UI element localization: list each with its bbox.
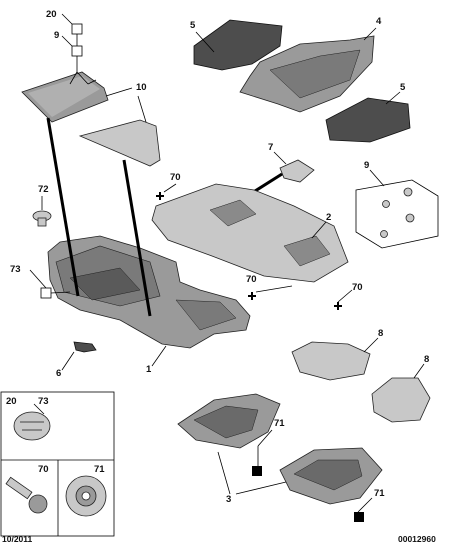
callout-3: 3 xyxy=(226,494,231,505)
callout-1: 1 xyxy=(146,364,152,375)
heat-shield-plate-left xyxy=(193,19,283,71)
floor-mat-rear xyxy=(78,119,161,167)
push-fastener xyxy=(32,210,52,227)
callout-5-right: 5 xyxy=(400,82,406,93)
callout-8-right: 8 xyxy=(424,354,429,365)
detail-box xyxy=(355,179,439,249)
underbody-panel-right xyxy=(279,447,383,505)
callout-9-detail: 9 xyxy=(364,160,369,171)
callout-6: 6 xyxy=(56,368,61,379)
floor-mat-front xyxy=(21,71,109,123)
callout-box xyxy=(40,287,52,299)
bolt-icon xyxy=(5,476,48,514)
heat-shield-upper xyxy=(239,35,375,113)
footer-ref: 00012960 xyxy=(398,534,436,544)
callout-70-top: 70 xyxy=(170,172,181,183)
underbody-panel-left xyxy=(177,393,281,449)
plus-marker-icon xyxy=(248,292,256,300)
plus-marker-icon xyxy=(156,192,164,200)
housing-left xyxy=(291,341,371,381)
legend-20: 20 xyxy=(6,396,17,407)
callout-72: 72 xyxy=(38,184,49,195)
footer-date: 10/2011 xyxy=(2,534,33,544)
callout-4: 4 xyxy=(376,16,382,27)
clip-fastener-icon xyxy=(13,411,51,441)
square-marker-icon xyxy=(354,512,364,522)
nut-icon xyxy=(65,475,107,517)
legend-70: 70 xyxy=(38,464,49,475)
clip-part xyxy=(73,341,97,353)
callout-70-mid: 70 xyxy=(246,274,257,285)
callout-71-lower: 71 xyxy=(374,488,385,499)
callout-box xyxy=(71,23,83,35)
callout-73: 73 xyxy=(10,264,21,275)
callout-5-left: 5 xyxy=(190,20,196,31)
housing-right xyxy=(371,377,431,423)
heat-shield-plate-right xyxy=(325,97,411,143)
plus-marker-icon xyxy=(334,302,342,310)
square-marker-icon xyxy=(252,466,262,476)
fastener-icon xyxy=(403,187,413,197)
small-pad xyxy=(279,159,315,183)
callout-9: 9 xyxy=(54,30,59,41)
callout-7: 7 xyxy=(268,142,273,153)
callout-10: 10 xyxy=(136,82,147,93)
legend-71: 71 xyxy=(94,464,105,475)
callout-box xyxy=(71,45,83,57)
fastener-legend: 20 73 70 71 xyxy=(0,391,115,537)
callout-8-left: 8 xyxy=(378,328,383,339)
callout-71-upper: 71 xyxy=(274,418,285,429)
floor-panel-centre xyxy=(151,183,349,283)
floor-covering-main xyxy=(47,235,251,349)
callout-70-right: 70 xyxy=(352,282,363,293)
callout-2: 2 xyxy=(326,212,331,223)
callout-20: 20 xyxy=(46,9,57,20)
legend-73: 73 xyxy=(38,396,49,407)
